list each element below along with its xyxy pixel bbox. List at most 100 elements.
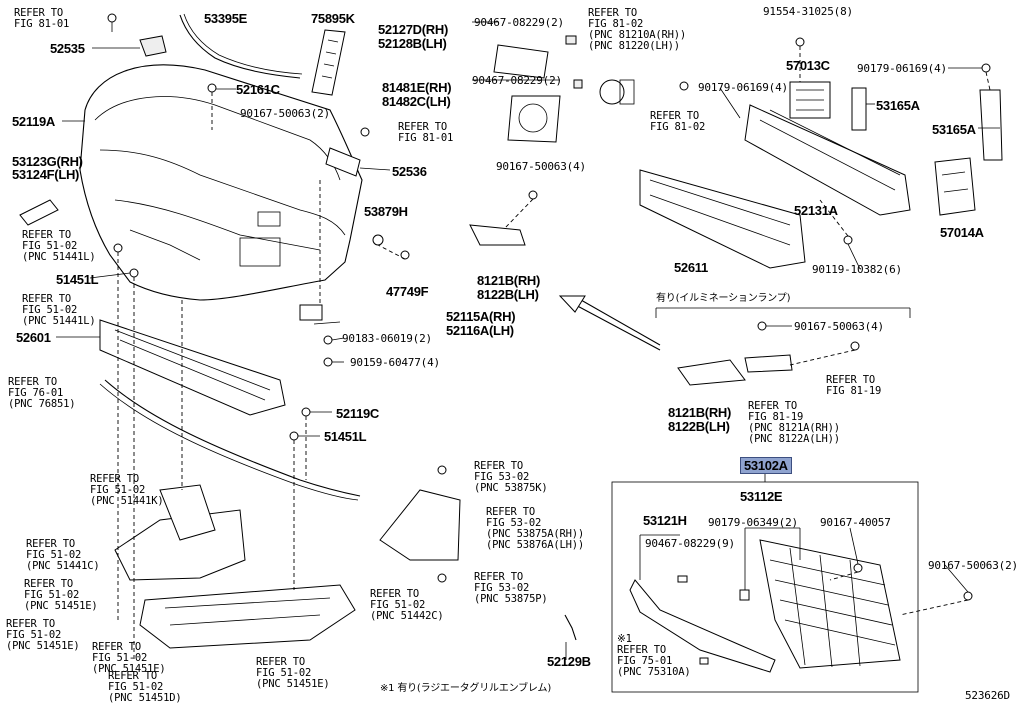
label-90167-50063-2b: 90167-50063(2) [928, 559, 1018, 572]
label-52115a: 52115A(RH) [446, 309, 516, 324]
label-8121b-a: 8121B(RH) [477, 273, 541, 288]
label-47749f: 47749F [386, 284, 429, 299]
label-53102a[interactable]: 53102A [740, 457, 792, 474]
engine-under-cover-left[interactable] [114, 484, 246, 581]
label-90167-40057: 90167-40057 [820, 516, 891, 529]
fog-bezel-81481e[interactable] [507, 79, 583, 143]
refer-fig-81-02-a[interactable]: REFER TO FIG 81-02 (PNC 81210A(RH)) (PNC… [588, 7, 686, 52]
lamp-8121b-lower[interactable] [677, 359, 746, 386]
illumination-note: 有り(イルミネーションランプ) [656, 293, 791, 304]
absorber-52611[interactable] [639, 169, 806, 269]
label-90159: 90159-60477(4) [350, 356, 440, 369]
footer-code: 523626D [965, 689, 1010, 702]
refer-fig-81-01-a[interactable]: REFER TO FIG 81-01 [14, 7, 70, 30]
side-shield-53875[interactable] [379, 465, 461, 583]
refer-fig-51-02-g[interactable]: REFER TO FIG 51-02 (PNC 51451E) [6, 618, 80, 652]
refer-fig-51-02-f[interactable]: REFER TO FIG 51-02 (PNC 51442C) [370, 588, 444, 622]
front-bumper-cover[interactable] [79, 64, 363, 301]
label-53121h: 53121H [643, 513, 687, 528]
label-52535: 52535 [50, 41, 85, 56]
label-90467-08229-a: 90467-08229(2) [474, 16, 564, 29]
label-8121b-b: 8121B(RH) [668, 405, 732, 420]
radiator-grille-53112e[interactable] [759, 539, 901, 669]
label-90179-06169-a: 90179-06169(4) [857, 62, 947, 75]
retainer-52536[interactable] [325, 147, 361, 177]
label-52601: 52601 [16, 330, 51, 345]
label-90167-50063-4b: 90167-50063(4) [794, 320, 884, 333]
label-90183: 90183-06019(2) [342, 332, 432, 345]
refer-fig-53-02-a[interactable]: REFER TO FIG 53-02 (PNC 53875K) [474, 460, 548, 494]
grille-frame-52601[interactable] [99, 319, 286, 416]
refer-fig-51-02-j[interactable]: REFER TO FIG 51-02 (PNC 51451E) [256, 656, 330, 690]
label-52116a: 52116A(LH) [446, 323, 514, 338]
clip-52129b[interactable] [564, 614, 577, 641]
label-52129b: 52129B [547, 654, 591, 669]
label-52119c: 52119C [336, 406, 380, 421]
label-53395e: 53395E [204, 11, 248, 26]
label-90179-06349: 90179-06349(2) [708, 516, 798, 529]
clip-53165a[interactable] [851, 63, 1003, 161]
label-91554: 91554-31025(8) [763, 5, 853, 18]
bracket-57014a[interactable] [934, 157, 976, 216]
plate-75895k[interactable] [311, 29, 346, 96]
label-51451l-b: 51451L [324, 429, 367, 444]
label-90467-08229-9: 90467-08229(9) [645, 537, 735, 550]
label-75895k: 75895K [311, 11, 355, 26]
label-53112e: 53112E [740, 489, 783, 504]
spoiler-strip[interactable] [104, 379, 361, 497]
lamp-8121b-upper[interactable] [469, 224, 526, 246]
bracket-57013c[interactable] [789, 37, 831, 119]
label-8122b-a: 8122B(LH) [477, 287, 539, 302]
footnote: ※1 有り(ラジエータグリルエンブレム) [380, 683, 552, 694]
label-52611: 52611 [674, 260, 708, 275]
assembly-arrow [558, 295, 661, 351]
label-8122b-b: 8122B(LH) [668, 419, 730, 434]
label-90119: 90119-10382(6) [812, 263, 902, 276]
bracket-52535[interactable] [107, 13, 167, 57]
dashed-assembly-lines [117, 71, 991, 660]
label-90167-50063-4a: 90167-50063(4) [496, 160, 586, 173]
refer-fig-81-01-b[interactable]: REFER TO FIG 81-01 [398, 121, 454, 144]
refer-fig-51-02-h[interactable]: REFER TO FIG 51-02 (PNC 51451E) [92, 641, 166, 675]
refer-fig-51-02-d[interactable]: REFER TO FIG 51-02 (PNC 51441C) [26, 538, 100, 572]
label-81482c: 81482C(LH) [382, 94, 451, 109]
refer-fig-76-01[interactable]: REFER TO FIG 76-01 (PNC 76851) [8, 376, 76, 410]
label-53165a-a: 53165A [876, 98, 920, 113]
reinforcement-52131a[interactable] [744, 104, 911, 216]
label-53879h: 53879H [364, 204, 408, 219]
bracket-52115a[interactable] [299, 304, 323, 321]
label-52128b: 52128B(LH) [378, 36, 447, 51]
refer-fig-81-19-a[interactable]: REFER TO FIG 81-19 [826, 374, 882, 397]
label-53165a-b: 53165A [932, 122, 976, 137]
refer-fig-53-02-b[interactable]: REFER TO FIG 53-02 (PNC 53875A(RH)) (PNC… [486, 506, 584, 551]
label-57013c: 57013C [786, 58, 830, 73]
molding-strip-53395e[interactable] [179, 14, 301, 79]
label-57014a: 57014A [940, 225, 984, 240]
leader-lines [56, 21, 1000, 660]
cover-52127d[interactable] [493, 35, 577, 79]
refer-fig-53-02-c[interactable]: REFER TO FIG 53-02 (PNC 53875P) [474, 571, 548, 605]
engine-under-cover-main[interactable] [139, 584, 356, 649]
label-52127d: 52127D(RH) [378, 22, 448, 37]
label-52131a: 52131A [794, 203, 838, 218]
refer-fig-51-02-a[interactable]: REFER TO FIG 51-02 (PNC 51441L) [22, 229, 96, 263]
refer-fig-51-02-c[interactable]: REFER TO FIG 51-02 (PNC 51441K) [90, 473, 164, 507]
grille-molding-53121h[interactable] [629, 579, 776, 673]
label-52161c: 52161C [236, 82, 280, 97]
refer-fig-51-02-e[interactable]: REFER TO FIG 51-02 (PNC 51451E) [24, 578, 98, 612]
refer-fig-81-02-b[interactable]: REFER TO FIG 81-02 [650, 110, 706, 133]
fog-lamp[interactable] [599, 79, 689, 105]
label-53123g: 53123G(RH) [12, 154, 83, 169]
label-52119a: 52119A [12, 114, 56, 129]
label-81481e: 81481E(RH) [382, 80, 452, 95]
bezel-53123g[interactable] [19, 199, 59, 226]
label-53124f: 53124F(LH) [12, 167, 80, 182]
refer-fig-75-01[interactable]: ※1 REFER TO FIG 75-01 (PNC 75310A) [617, 633, 691, 678]
label-90167-50063-2: 90167-50063(2) [240, 107, 330, 120]
refer-fig-51-02-i[interactable]: REFER TO FIG 51-02 (PNC 51451D) [108, 670, 182, 704]
label-52536: 52536 [392, 164, 427, 179]
refer-fig-81-19-b[interactable]: REFER TO FIG 81-19 (PNC 8121A(RH)) (PNC … [748, 400, 840, 445]
refer-fig-51-02-b[interactable]: REFER TO FIG 51-02 (PNC 51441L) [22, 293, 96, 327]
label-90179-06169-b: 90179-06169(4) [698, 81, 788, 94]
